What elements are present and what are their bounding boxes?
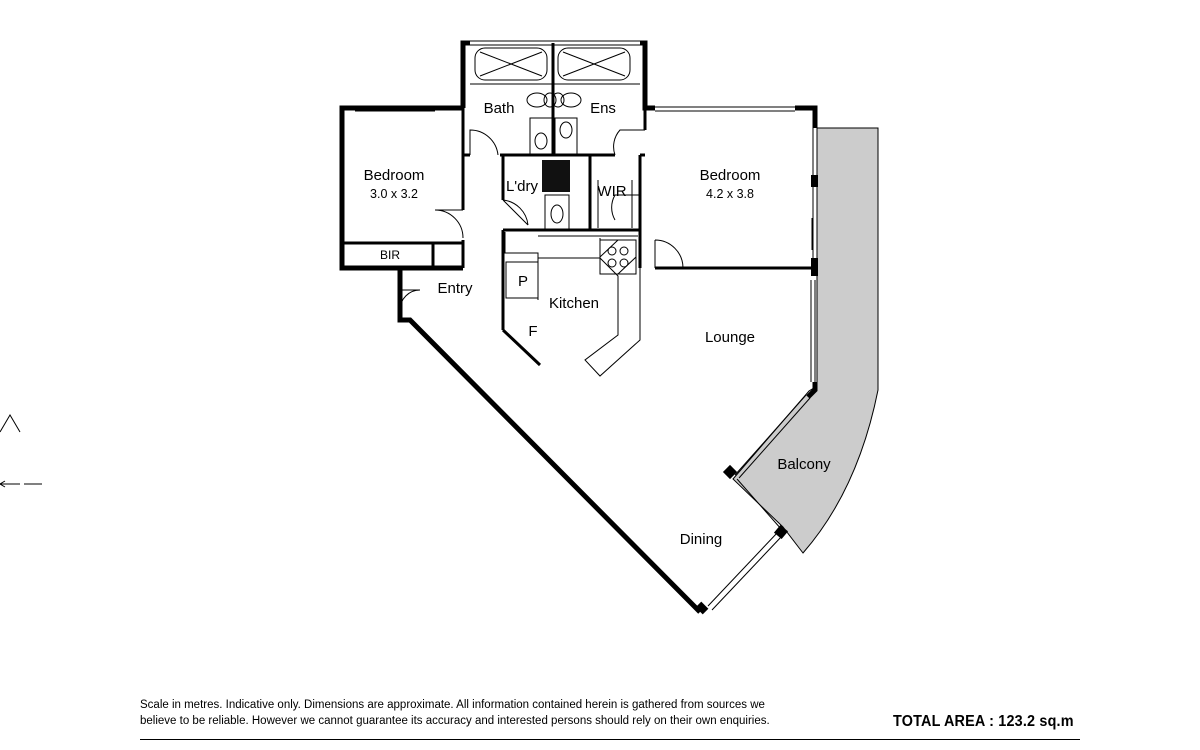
label-bedroom-2: Bedroom [700,167,761,184]
north-arrow-icon [0,414,42,488]
label-bath: Bath [484,100,515,117]
label-dining: Dining [680,531,723,548]
disclaimer-line-2: believe to be reliable. However we canno… [140,715,770,727]
dims-bedroom-2: 4.2 x 3.8 [706,187,754,201]
windows [355,40,818,611]
total-area: TOTAL AREA : 123.2 sq.m [893,713,1074,730]
interior-walls [343,43,815,367]
bathroom-fixtures [470,47,640,230]
disclaimer: Scale in metres. Indicative only. Dimens… [140,697,840,729]
label-ens: Ens [590,100,616,117]
disclaimer-line-1: Scale in metres. Indicative only. Dimens… [140,699,765,711]
label-lounge: Lounge [705,329,755,346]
door-swings [399,129,813,311]
label-laundry: L'dry [506,178,539,195]
label-wir: WIR [597,183,626,200]
exterior-walls [339,40,818,614]
label-fridge: F [528,323,537,340]
label-entry: Entry [437,280,473,297]
label-bedroom-1: Bedroom [364,167,425,184]
label-bir: BIR [380,248,400,262]
label-kitchen: Kitchen [549,295,599,312]
footer-divider [140,739,1080,740]
dims-bedroom-1: 3.0 x 3.2 [370,187,418,201]
kitchen-bench [504,232,641,377]
label-balcony: Balcony [777,456,831,473]
balcony-area [732,127,879,554]
label-pantry: P [518,273,528,290]
laundry-chute [542,160,570,192]
